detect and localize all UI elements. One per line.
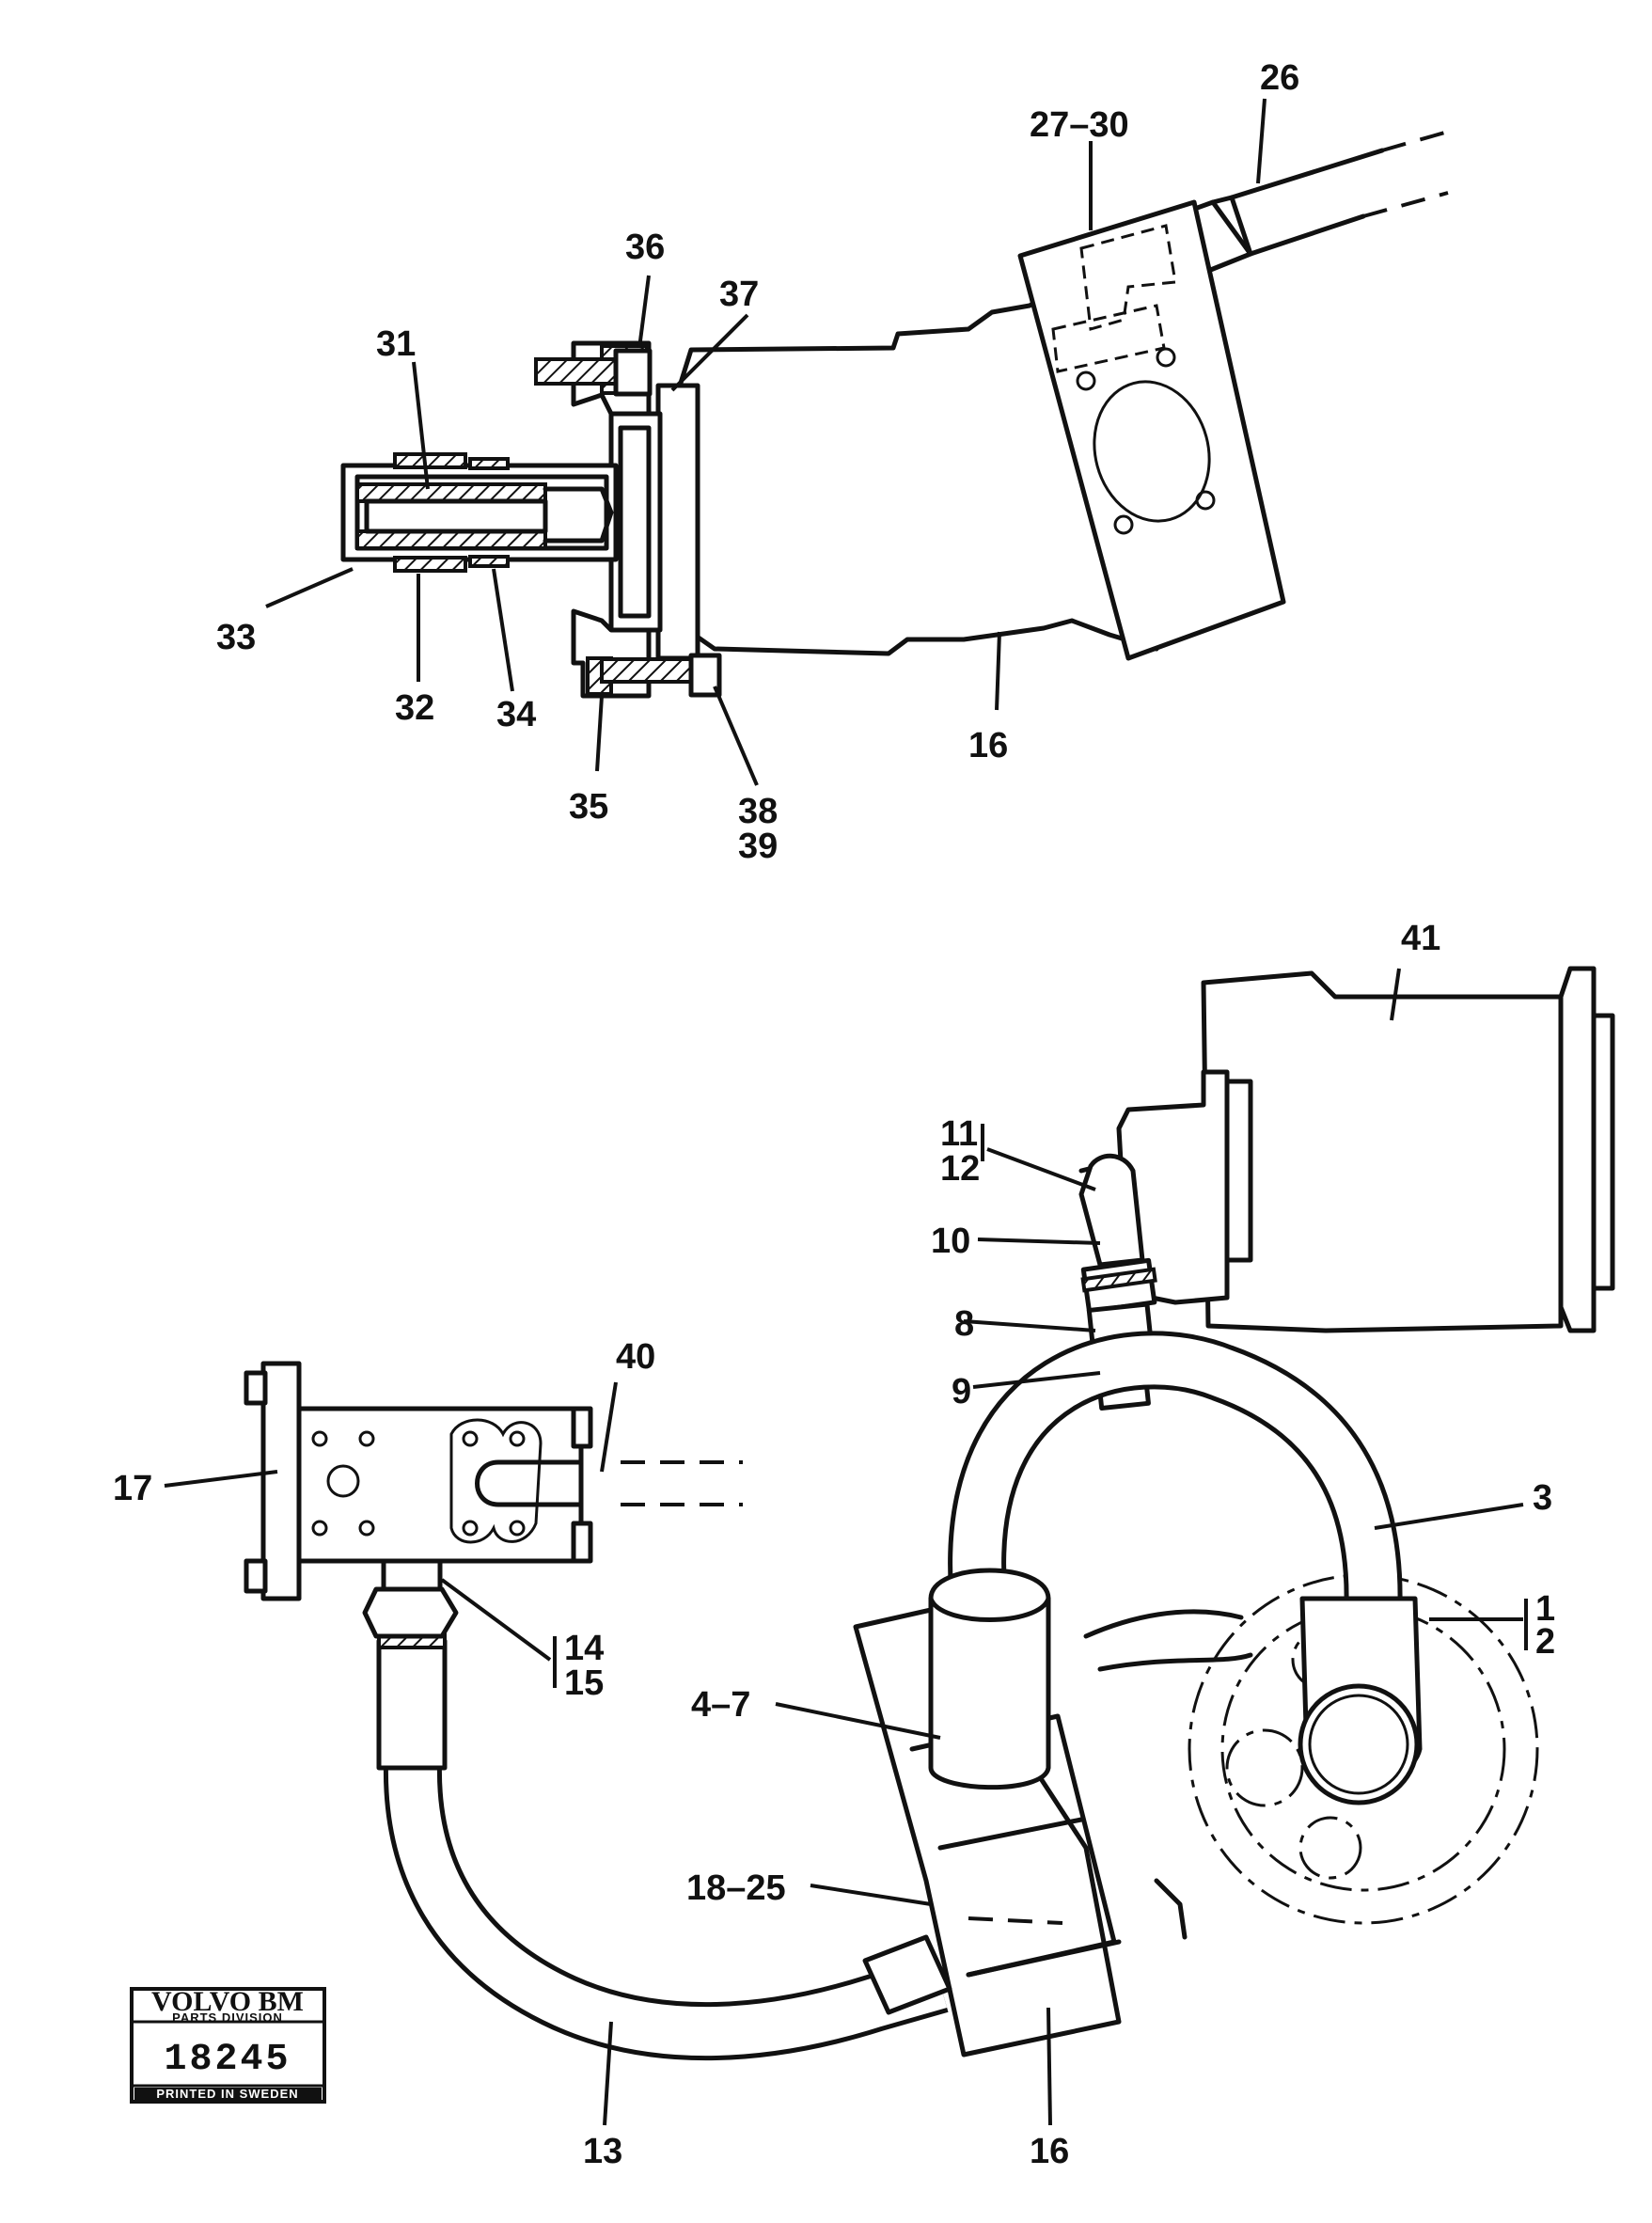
- label-15: 15: [564, 1663, 604, 1703]
- label-14: 14: [564, 1629, 604, 1668]
- valve-17-40: [244, 1361, 743, 1601]
- label-16-upper: 16: [968, 726, 1008, 765]
- label-35: 35: [569, 787, 608, 827]
- collar-32-34: [393, 452, 510, 573]
- volvo-bm-stamp: VOLVO BM PARTS DIVISION 18245 PRINTED IN…: [130, 1986, 326, 2104]
- label-10: 10: [931, 1222, 970, 1261]
- label-9: 9: [952, 1372, 971, 1411]
- label-26: 26: [1260, 58, 1299, 98]
- bolt-36: [534, 348, 653, 397]
- label-41: 41: [1401, 919, 1440, 958]
- label-13: 13: [583, 2132, 622, 2171]
- label-3: 3: [1533, 1478, 1552, 1518]
- label-12: 12: [940, 1149, 980, 1189]
- label-40: 40: [616, 1337, 655, 1377]
- shaft-31: [340, 463, 619, 562]
- label-17: 17: [113, 1469, 152, 1508]
- label-2: 2: [1535, 1622, 1555, 1662]
- label-37: 37: [719, 275, 759, 314]
- housing-16-upper: [674, 289, 1159, 656]
- label-38: 38: [738, 792, 778, 831]
- label-34: 34: [496, 695, 536, 734]
- elbow-4-7: [928, 1568, 1051, 1790]
- label-8: 8: [954, 1304, 974, 1344]
- valve-block-27-30: [1017, 199, 1286, 661]
- stamp-division: PARTS DIVISION: [172, 2010, 283, 2025]
- label-33: 33: [216, 618, 256, 657]
- label-1: 1: [1535, 1589, 1555, 1629]
- hose-3: [948, 1331, 1403, 1619]
- upper-assembly: 26 27–30 36 37 31 33 32 34 16 35 38 39: [216, 58, 1449, 866]
- stamp-printed: PRINTED IN SWEDEN: [156, 2087, 298, 2101]
- fitting-10: [1078, 1153, 1157, 1315]
- stamp-brand: VOLVO BM: [151, 1986, 304, 2017]
- fitting-1-2: [1298, 1596, 1423, 1805]
- label-39: 39: [738, 827, 778, 866]
- bolt-38-39: [600, 653, 722, 698]
- label-11: 11: [940, 1114, 978, 1154]
- label-32: 32: [395, 688, 434, 728]
- lower-assembly: 41 11 12 10 8 9 40 17 3 1 2 14 15 4–7 18…: [113, 919, 1615, 2171]
- stamp-number: 18245: [164, 2039, 291, 2081]
- label-27-30: 27–30: [1030, 105, 1129, 145]
- label-4-7: 4–7: [691, 1685, 750, 1725]
- label-36: 36: [625, 228, 665, 267]
- hose-13: [362, 1553, 952, 2061]
- label-31: 31: [376, 324, 416, 364]
- unit-41: [1078, 966, 1615, 1333]
- label-16-lower: 16: [1030, 2132, 1069, 2171]
- label-18-25: 18–25: [686, 1868, 786, 1908]
